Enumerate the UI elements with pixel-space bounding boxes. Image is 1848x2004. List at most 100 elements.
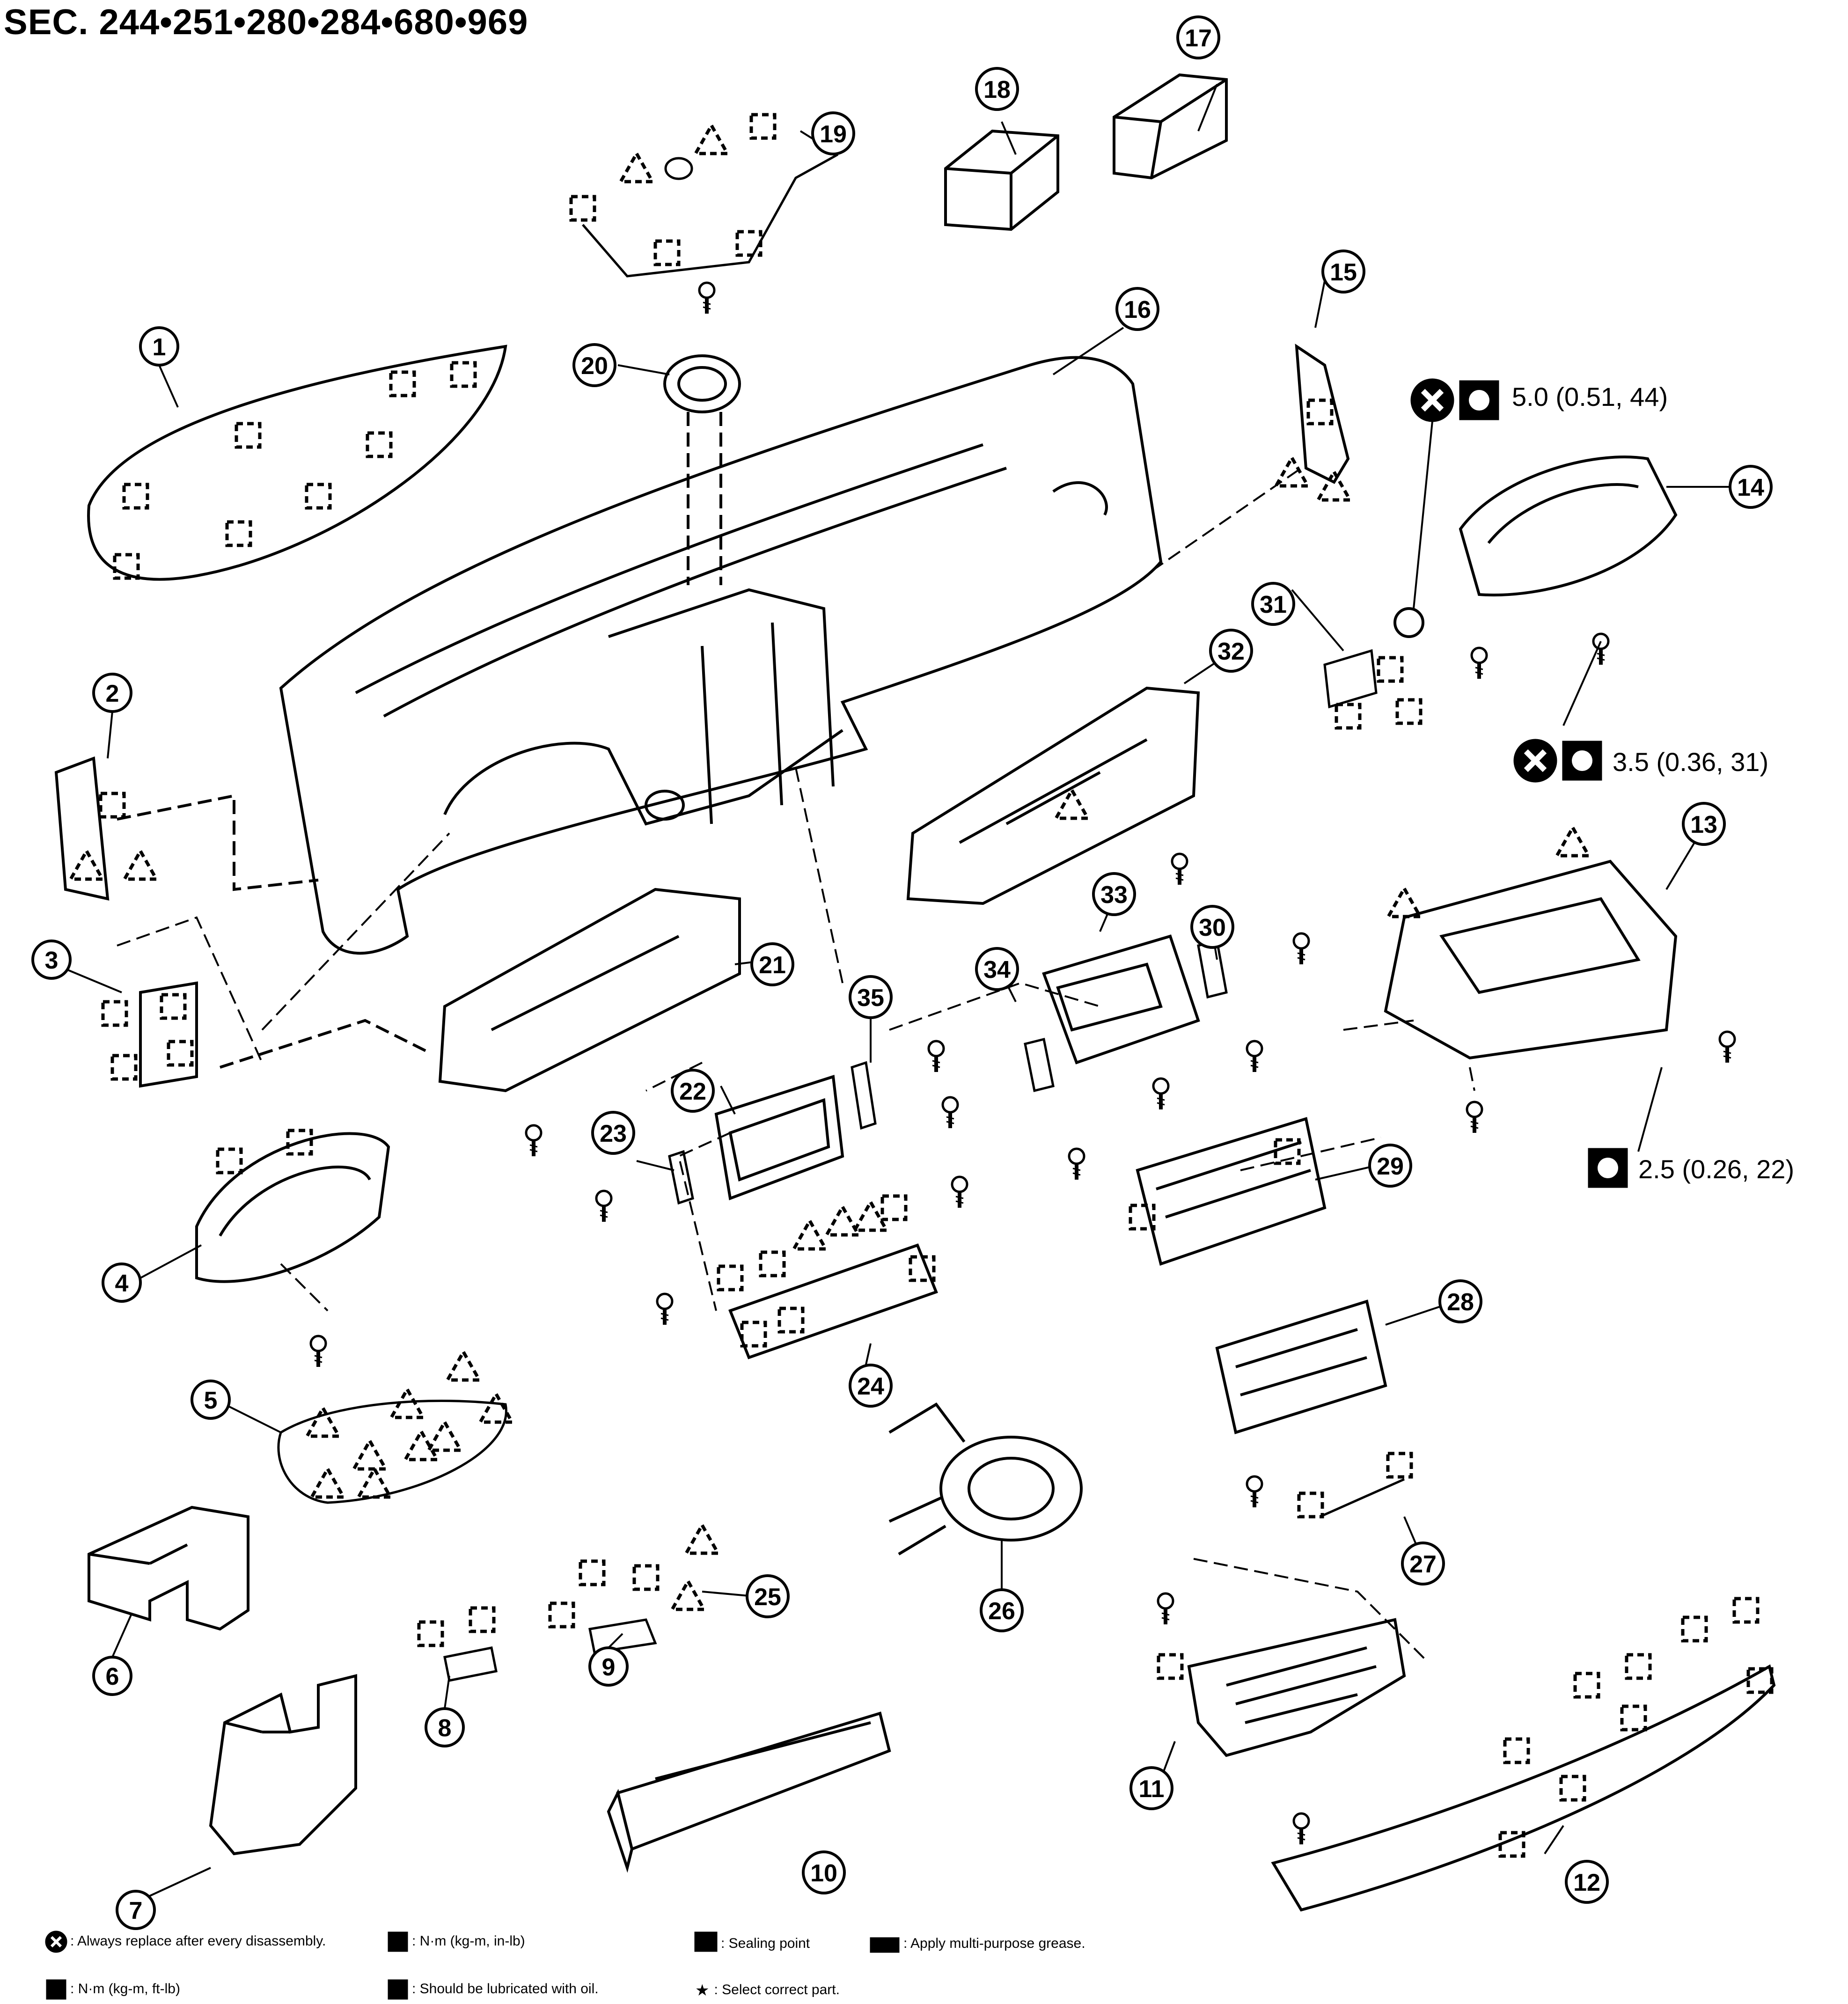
callout-13: 13 bbox=[1682, 802, 1726, 846]
callout-1: 1 bbox=[139, 326, 179, 367]
part-24-finisher bbox=[657, 1196, 938, 1359]
callout-22: 22 bbox=[671, 1069, 715, 1113]
exploded-leader-lines bbox=[117, 467, 1475, 1663]
callout-17: 17 bbox=[1176, 15, 1220, 59]
part-8-clip bbox=[419, 1608, 498, 1682]
callout-label: 31 bbox=[1260, 591, 1287, 618]
part-33-audio-unit bbox=[1042, 934, 1200, 1109]
part-35-bracket bbox=[851, 1041, 967, 1208]
callout-28: 28 bbox=[1438, 1279, 1482, 1323]
legend-replace: : Always replace after every disassembly… bbox=[70, 1933, 326, 1949]
part-7-insulator bbox=[209, 1674, 357, 1856]
callout-34: 34 bbox=[975, 947, 1019, 991]
legend-sealing: : Sealing point bbox=[721, 1936, 810, 1951]
part-1-top-trim bbox=[87, 345, 507, 581]
callout-label: 11 bbox=[1139, 1776, 1165, 1803]
callout-27: 27 bbox=[1401, 1542, 1445, 1586]
part-22-display bbox=[714, 1075, 844, 1201]
callout-20: 20 bbox=[572, 343, 616, 387]
callout-30: 30 bbox=[1190, 905, 1234, 949]
callout-25: 25 bbox=[746, 1574, 790, 1618]
callout-16: 16 bbox=[1115, 287, 1159, 331]
callout-label: 18 bbox=[983, 76, 1011, 103]
sealing-icon bbox=[694, 1931, 718, 1952]
grease-icon bbox=[870, 1937, 900, 1953]
callout-label: 20 bbox=[581, 352, 608, 380]
legend-nm-in: : N·m (kg-m, in-lb) bbox=[412, 1933, 525, 1949]
callout-26: 26 bbox=[980, 1588, 1024, 1632]
star-icon: ★ bbox=[695, 1982, 710, 1999]
part-23-bracket bbox=[596, 1150, 694, 1222]
legend-select-label: : Select correct part. bbox=[714, 1982, 840, 1997]
torque-symbols bbox=[1410, 378, 1628, 1188]
callout-23: 23 bbox=[591, 1111, 635, 1155]
part-17-box bbox=[1113, 73, 1228, 180]
callout-9: 9 bbox=[588, 1646, 629, 1687]
x-circle-icon bbox=[1410, 378, 1454, 422]
callout-31: 31 bbox=[1251, 582, 1295, 626]
part-10-switch-panel bbox=[607, 1711, 891, 1873]
part-20-speaker bbox=[663, 283, 741, 585]
callout-label: 3 bbox=[45, 947, 59, 974]
callout-label: 4 bbox=[115, 1270, 129, 1297]
x-circle-icon bbox=[1513, 739, 1557, 783]
callout-24: 24 bbox=[849, 1364, 893, 1408]
callout-7: 7 bbox=[116, 1890, 156, 1930]
part-25-clip bbox=[672, 1525, 718, 1609]
callout-10: 10 bbox=[802, 1850, 846, 1894]
oil-icon bbox=[388, 1979, 408, 2000]
callout-35: 35 bbox=[849, 975, 893, 1019]
part-6-insulator bbox=[88, 1505, 249, 1631]
part-34-bracket bbox=[943, 1037, 1084, 1180]
part-27-clips bbox=[1299, 1453, 1411, 1517]
callout-11: 11 bbox=[1129, 1766, 1173, 1810]
torque-wrench-icon bbox=[46, 1979, 66, 2000]
torque-spec-3: 2.5 (0.26, 22) bbox=[1638, 1154, 1795, 1184]
callout-32: 32 bbox=[1209, 629, 1253, 673]
callout-label: 28 bbox=[1447, 1289, 1474, 1316]
part-13-housing bbox=[1384, 828, 1735, 1133]
part-18-box bbox=[944, 129, 1059, 231]
callout-8: 8 bbox=[425, 1707, 465, 1747]
legend-symbols bbox=[45, 1931, 900, 2000]
part-4-combination-meter bbox=[195, 1019, 432, 1367]
callout-label: 34 bbox=[983, 956, 1011, 984]
callout-label: 23 bbox=[600, 1120, 627, 1147]
torque-wrench-icon bbox=[1459, 380, 1499, 420]
part-9-clip bbox=[550, 1561, 658, 1654]
part-11-vent bbox=[1158, 1593, 1406, 1844]
callout-19: 19 bbox=[811, 111, 855, 155]
x-circle-icon bbox=[45, 1931, 67, 1953]
legend-nm-ft: : N·m (kg-m, ft-lb) bbox=[70, 1981, 180, 1997]
section-title: SEC. 244•251•280•284•680•969 bbox=[4, 2, 528, 42]
legend-oil: : Should be lubricated with oil. bbox=[412, 1981, 599, 1997]
callout-circles: 1 2 3 4 5 6 7 8 9 10 11 12 13 14 15 16 1… bbox=[31, 15, 1773, 1930]
callout-label: 6 bbox=[106, 1663, 119, 1690]
callout-label: 8 bbox=[438, 1715, 452, 1742]
callout-12: 12 bbox=[1565, 1860, 1609, 1904]
callout-21: 21 bbox=[750, 942, 794, 986]
callout-33: 33 bbox=[1092, 872, 1136, 916]
callout-5: 5 bbox=[191, 1380, 231, 1420]
callout-label: 13 bbox=[1690, 811, 1717, 838]
callout-29: 29 bbox=[1368, 1144, 1412, 1188]
torque-wrench-icon bbox=[1588, 1148, 1628, 1188]
callout-3: 3 bbox=[31, 940, 72, 980]
callout-label: 16 bbox=[1124, 296, 1151, 323]
callout-14: 14 bbox=[1729, 465, 1773, 509]
part-2-side-cover bbox=[54, 756, 319, 901]
legend-grease: : Apply multi-purpose grease. bbox=[903, 1936, 1085, 1951]
callout-label: 17 bbox=[1185, 25, 1212, 52]
callout-label: 35 bbox=[857, 984, 884, 1012]
callout-label: 25 bbox=[754, 1584, 781, 1611]
callout-label: 5 bbox=[204, 1387, 218, 1414]
part-15-side-cover bbox=[1276, 344, 1350, 500]
callout-label: 21 bbox=[759, 952, 786, 979]
torque-wrench-icon bbox=[1562, 741, 1602, 781]
callout-label: 22 bbox=[679, 1078, 706, 1105]
callout-label: 24 bbox=[857, 1373, 884, 1400]
part-3-switch bbox=[103, 981, 198, 1088]
callout-18: 18 bbox=[975, 67, 1019, 111]
part-29-vent bbox=[1130, 1117, 1327, 1266]
part-5-harness bbox=[277, 1352, 512, 1504]
